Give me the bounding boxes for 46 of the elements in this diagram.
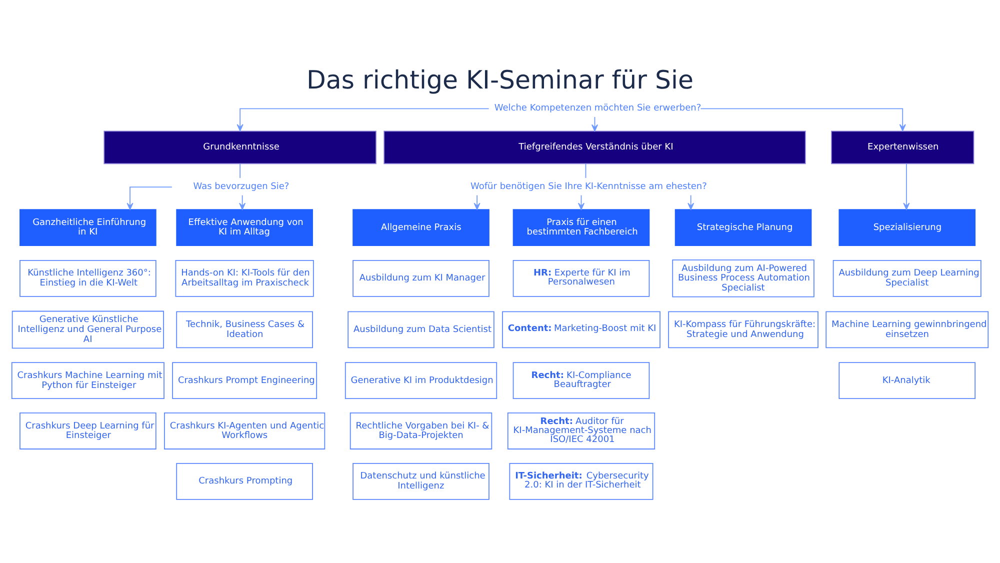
- node-box: Ausbildung zum Data Scientist: [348, 310, 494, 348]
- arrow: [474, 194, 480, 210]
- arrow: [688, 194, 694, 210]
- node-box: Hands-on KI: KI-Tools für den Arbeitsalltag im Praxischeck: [175, 259, 314, 296]
- node-box: Generative KI im Produktdesign: [344, 362, 498, 399]
- node-box: IT-Sicherheit: Cybersecurity 2.0: KI in der IT-Sicherheit: [509, 462, 654, 500]
- node-box: Content: Marketing-Boost mit KI: [502, 310, 660, 348]
- node-box: Crashkurs Prompt Engineering: [172, 362, 318, 399]
- diagram-title: Das richtige KI-Seminar für Sie: [306, 64, 694, 94]
- arrow: [239, 194, 246, 210]
- node-box: Praxis für einen bestimmten Fachbereich: [512, 208, 650, 246]
- node-box: Expertenwissen: [831, 130, 974, 164]
- node-box: Spezialisierung: [838, 208, 976, 246]
- node-box: Crashkurs Deep Learning für Einsteiger: [20, 412, 156, 449]
- node-box: Crashkurs KI-Agenten und Agentic Workflows: [164, 412, 326, 449]
- node-box: Crashkurs Machine Learning mit Python für Einsteiger: [11, 362, 164, 399]
- node-box: HR: Experte für KI im Personalwesen: [512, 259, 650, 296]
- arrow: [236, 108, 490, 131]
- node-text: Was bevorzugen Sie?: [193, 181, 290, 192]
- arrow: [903, 162, 910, 210]
- node-box: Grundkenntnisse: [104, 130, 376, 164]
- node-box: Effektive Anwendung von KI im Alltag: [176, 208, 313, 246]
- connector: [240, 162, 241, 178]
- node-box: Ausbildung zum AI-Powered Business Process Automation Specialist: [672, 259, 814, 297]
- node-box: KI-Kompass für Führungskräfte: Strategie und Anwendung: [668, 310, 818, 348]
- node-box: Crashkurs Prompting: [176, 462, 313, 500]
- node-box: Recht: KI-Compliance Beauftragter: [512, 362, 650, 399]
- node-box: Strategische Planung: [674, 208, 812, 246]
- node-box: KI-Analytik: [838, 362, 976, 399]
- node-box: Künstliche Intelligenz 360°: Einstieg in die KI-Welt: [20, 259, 156, 296]
- node-box: Rechtliche Vorgaben bei KI- & Big-Data-Projekten: [350, 412, 492, 449]
- node-box: Machine Learning gewinnbringend einsetzen: [826, 310, 989, 348]
- node-box: Recht: Auditor für KI-Management-Systeme nach ISO/IEC 42001: [507, 412, 656, 449]
- node-box: Generative Künstliche Intelligenz und General Purpose AI: [12, 310, 164, 348]
- node-box: Datenschutz und künstliche Intelligenz: [352, 462, 490, 500]
- node-box: Ausbildung zum Deep Learning Specialist: [832, 259, 982, 296]
- node-text: Wofür benötigen Sie Ihre KI-Kenntnisse am ehesten?: [470, 181, 707, 192]
- node-box: Ausbildung zum KI Manager: [352, 259, 490, 296]
- connector: [585, 162, 586, 178]
- node-text: Welche Kompetenzen möchten Sie erwerben?: [494, 103, 702, 114]
- arrow: [126, 186, 172, 210]
- node-box: Technik, Business Cases & Ideation: [176, 310, 313, 348]
- arrow: [700, 108, 906, 131]
- node-box: Tiefgreifendes Verständnis über KI: [384, 130, 806, 164]
- node-box: Allgemeine Praxis: [352, 208, 490, 246]
- node-box: Ganzheitliche Einführung in KI: [20, 208, 156, 246]
